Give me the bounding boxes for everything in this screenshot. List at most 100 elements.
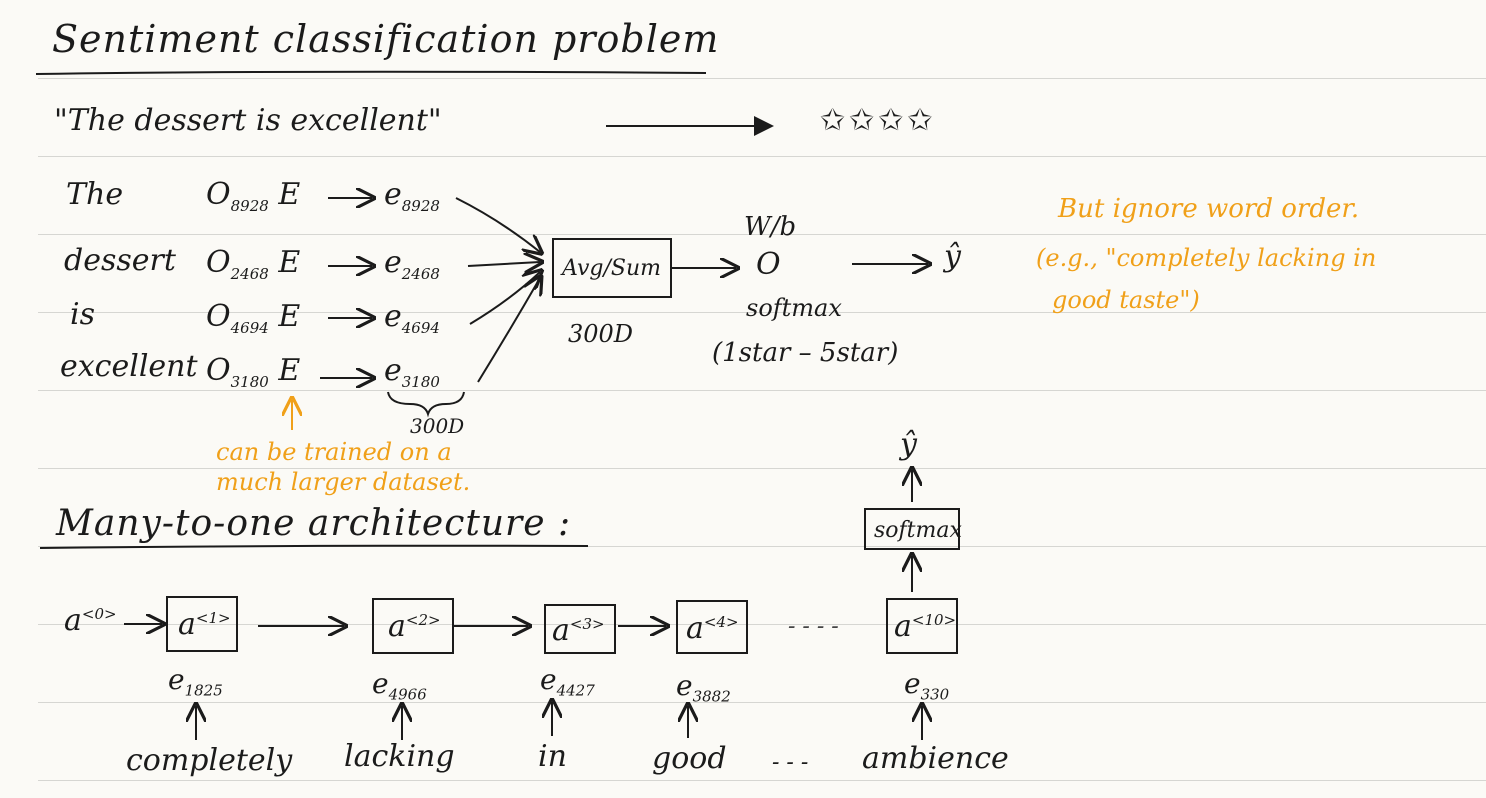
activation-base: a (894, 609, 912, 644)
embedding-2468: e2468 (384, 248, 440, 282)
note-order-line3: good taste") (1052, 286, 1200, 314)
rnn-softmax-box: softmax (864, 508, 962, 550)
output-yhat: ŷ (944, 239, 961, 274)
onehot-index: 3180 (230, 373, 269, 391)
heading-sentiment: Sentiment classification problem (52, 17, 720, 61)
onehot-base: O (206, 353, 231, 388)
onehot-4694: O4694 E (206, 302, 300, 336)
rnn-emb-10: e330 (904, 670, 949, 703)
embedding-base: e (676, 669, 693, 702)
rnn-word-ambience: ambience (862, 741, 1009, 776)
activation-base: a (686, 611, 704, 646)
embedding-matrix: E (278, 353, 301, 388)
activation-base: a (64, 603, 82, 638)
word-the: The (66, 177, 124, 212)
ruled-line (38, 312, 1486, 313)
rnn-cell-label: a<2> (388, 612, 441, 642)
ruled-line (38, 390, 1486, 391)
ruled-line (38, 780, 1486, 781)
brace (387, 391, 465, 418)
note-trainable-line1: can be trained on a (216, 438, 452, 466)
avg-sum-box: Avg/Sum (552, 238, 672, 298)
rnn-emb-4: e3882 (676, 672, 731, 705)
arrow-ea-2 (467, 262, 540, 266)
onehot-base: O (206, 177, 231, 212)
weights-bias-label: W/b (744, 212, 797, 242)
rnn-yhat: ŷ (900, 427, 917, 462)
arrow-ea-1 (455, 197, 540, 252)
rnn-emb-3: e4427 (540, 666, 595, 699)
embedding-base: e (384, 245, 402, 280)
ruled-line (38, 78, 1486, 79)
ruled-line (38, 624, 1486, 625)
rnn-cell-4: a<4> (676, 600, 748, 654)
embedding-index: 4966 (388, 685, 427, 704)
arrow-ea-4 (477, 278, 540, 383)
note-trainable-line2: much larger dataset. (216, 468, 471, 496)
onehot-index: 8928 (230, 197, 269, 215)
rnn-a0: a<0> (64, 606, 117, 636)
heading-many-to-one: Many-to-one architecture : (56, 503, 572, 544)
rnn-word-lacking: lacking (344, 739, 455, 774)
activation-base: a (552, 613, 570, 648)
embedding-matrix: E (278, 245, 301, 280)
embedding-index: 8928 (401, 197, 440, 215)
ruled-line (38, 702, 1486, 703)
embedding-4694: e4694 (384, 302, 440, 336)
softmax-node: O (756, 247, 781, 282)
activation-time: <3> (569, 615, 605, 633)
note-order-line1: But ignore word order. (1058, 194, 1360, 224)
onehot-base: O (206, 299, 231, 334)
embedding-index: 330 (920, 685, 950, 704)
word-is: is (70, 297, 95, 332)
activation-time: <4> (703, 613, 739, 631)
ruled-line (38, 234, 1486, 235)
rnn-cell-label: a<4> (686, 614, 739, 644)
embedding-base: e (384, 353, 402, 388)
rnn-softmax-label: softmax (874, 518, 962, 543)
onehot-base: O (206, 245, 231, 280)
heading1-underline (35, 70, 707, 75)
softmax-range: (1star – 5star) (712, 338, 899, 368)
embedding-base: e (904, 667, 921, 700)
example-sentence: "The dessert is excellent" (54, 103, 442, 138)
word-excellent: excellent (60, 349, 198, 384)
activation-time: <1> (195, 609, 231, 627)
rnn-word-good: good (652, 741, 727, 776)
embedding-index: 3180 (401, 373, 440, 391)
note-order-line2: (e.g., "completely lacking in (1036, 244, 1377, 272)
activation-time: <2> (405, 611, 441, 629)
embedding-matrix: E (278, 299, 301, 334)
activation-time: <10> (911, 611, 957, 629)
onehot-2468: O2468 E (206, 248, 300, 282)
rnn-cell-3: a<3> (544, 604, 616, 654)
rnn-emb-1: e1825 (168, 666, 223, 699)
rnn-ellipsis: - - - - (788, 614, 839, 639)
embedding-matrix: E (278, 177, 301, 212)
embedding-index: 1825 (184, 681, 223, 700)
rnn-cell-label: a<10> (894, 612, 956, 642)
embedding-dim-label: 300D (410, 414, 465, 438)
ruled-line (38, 468, 1486, 469)
onehot-8928: O8928 E (206, 180, 300, 214)
rnn-cell-2: a<2> (372, 598, 454, 654)
softmax-label: softmax (746, 294, 842, 322)
embedding-base: e (168, 663, 185, 696)
onehot-index: 2468 (230, 265, 269, 283)
rnn-word-in: in (538, 739, 567, 774)
rnn-word-ellipsis: - - - (772, 750, 809, 775)
embedding-8928: e8928 (384, 180, 440, 214)
rnn-cell-1: a<1> (166, 596, 238, 652)
activation-base: a (178, 607, 196, 642)
avg-dim-label: 300D (568, 320, 634, 348)
star-rating-icon: ✩✩✩✩ (820, 103, 937, 138)
embedding-index: 4694 (401, 319, 440, 337)
rnn-cell-label: a<1> (178, 610, 231, 640)
ruled-line (38, 546, 1486, 547)
embedding-base: e (540, 663, 557, 696)
word-dessert: dessert (64, 243, 176, 278)
onehot-index: 4694 (230, 319, 269, 337)
avg-sum-label: Avg/Sum (562, 256, 662, 281)
rnn-word-completely: completely (126, 743, 293, 778)
